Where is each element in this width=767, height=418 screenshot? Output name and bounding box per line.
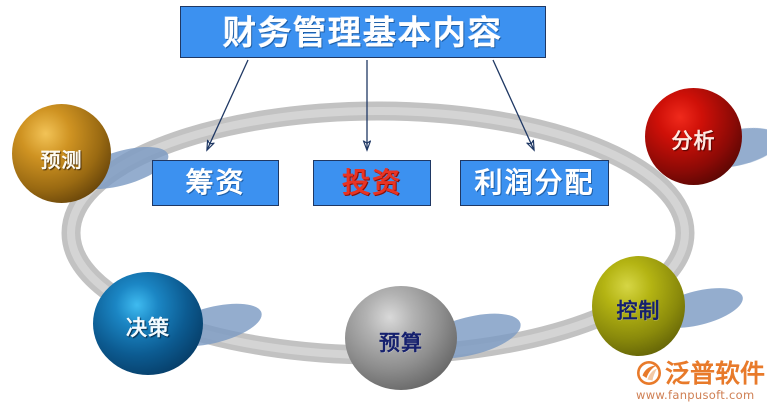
sphere-analysis: 分析 <box>645 88 742 185</box>
title-box: 财务管理基本内容 <box>180 6 546 58</box>
box-profit-label: 利润分配 <box>474 166 595 199</box>
title-box-label: 财务管理基本内容 <box>223 12 503 52</box>
box-financing: 筹资 <box>152 160 279 206</box>
arrow-to-profit <box>492 59 534 150</box>
box-invest-label: 投资 <box>341 166 402 199</box>
sphere-decision: 决策 <box>93 272 203 375</box>
sphere-analysis-label: 分析 <box>671 129 716 153</box>
watermark: 泛普软件 www.fanpusoft.com <box>636 358 766 412</box>
watermark-brand: 泛普软件 <box>665 358 766 388</box>
watermark-url: www.fanpusoft.com <box>636 388 755 402</box>
box-financing-label: 筹资 <box>185 166 246 199</box>
sphere-forecast: 预测 <box>12 104 111 203</box>
box-invest: 投资 <box>313 160 431 206</box>
sphere-budget-label: 预算 <box>379 330 423 355</box>
sphere-forecast-label: 预测 <box>40 147 83 172</box>
sphere-decision-label: 决策 <box>126 316 170 340</box>
sphere-control-label: 控制 <box>616 298 661 323</box>
arrow-to-financing <box>207 59 249 150</box>
box-profit: 利润分配 <box>460 160 609 206</box>
fanpu-logo-icon <box>637 361 661 385</box>
sphere-control: 控制 <box>592 256 685 356</box>
sphere-budget: 预算 <box>345 286 457 390</box>
watermark-row: 泛普软件 <box>636 358 766 388</box>
